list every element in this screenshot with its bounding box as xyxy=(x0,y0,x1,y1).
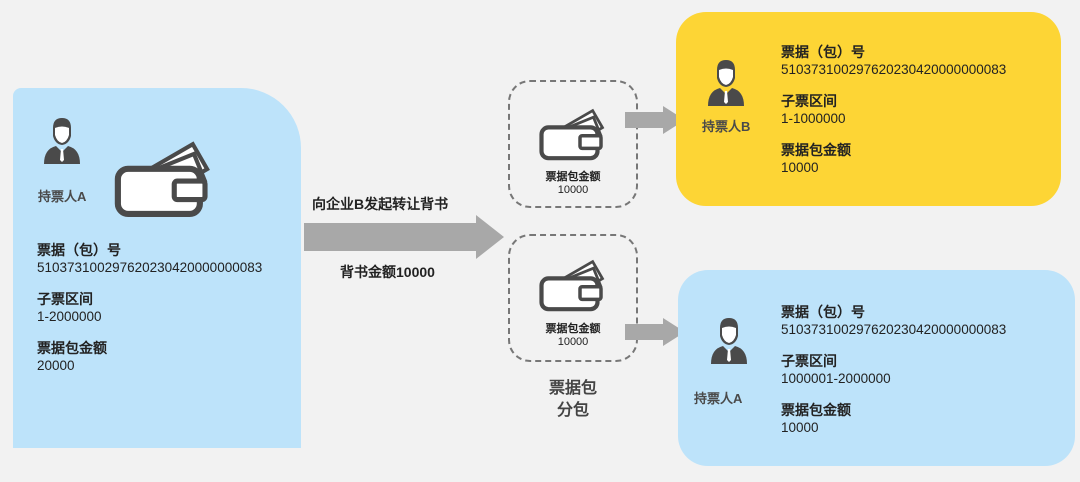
holder-a-panel xyxy=(13,88,301,448)
sub-ticket-range-value: 1000001-2000000 xyxy=(781,371,891,386)
package-amount-value: 10000 xyxy=(557,184,589,196)
package-amount-label: 票据包金额 xyxy=(781,142,851,158)
wallet-icon xyxy=(538,105,608,161)
package-amount-label: 票据包金额 xyxy=(37,340,107,356)
person-icon xyxy=(42,116,82,166)
ticket-number-label: 票据（包）号 xyxy=(37,242,121,258)
package-amount-value: 10000 xyxy=(557,336,589,348)
ticket-number-value: 510373100297620230420000000083 xyxy=(37,260,263,275)
wallet-icon xyxy=(112,136,216,218)
sub-ticket-range-value: 1-2000000 xyxy=(37,309,102,324)
split-label-line1: 票据包 xyxy=(548,380,597,397)
package-amount-label: 票据包金额 xyxy=(545,323,601,335)
ticket-number-value: 510373100297620230420000000083 xyxy=(781,62,1007,77)
split-label-line2: 分包 xyxy=(556,402,589,419)
split-package-2 xyxy=(508,234,638,362)
holder-a-new-name: 持票人A xyxy=(694,391,743,406)
package-amount-value: 10000 xyxy=(781,160,819,175)
holder-b-name: 持票人B xyxy=(702,119,751,134)
split-label: 票据包 分包 xyxy=(508,378,638,422)
ticket-number-label: 票据（包）号 xyxy=(781,44,865,60)
ticket-number-label: 票据（包）号 xyxy=(781,304,865,320)
holder-a-info: 票据（包）号 510373100297620230420000000083 子票… xyxy=(37,240,262,373)
ticket-number-value: 510373100297620230420000000083 xyxy=(781,322,1007,337)
holder-a-new-panel xyxy=(678,270,1075,466)
person-icon xyxy=(706,58,746,108)
split-package-2-text: 票据包金额 10000 xyxy=(508,320,638,348)
package-amount-label: 票据包金额 xyxy=(545,171,601,183)
split-package-1-text: 票据包金额 10000 xyxy=(508,168,638,196)
holder-a-name: 持票人A xyxy=(38,189,87,204)
sub-ticket-range-label: 子票区间 xyxy=(781,93,837,109)
sub-ticket-range-label: 子票区间 xyxy=(37,291,93,307)
wallet-icon xyxy=(538,256,608,312)
package-amount-value: 10000 xyxy=(781,420,819,435)
arrow-to-holder-b-icon xyxy=(625,106,685,134)
transfer-amount-label: 背书金额10000 xyxy=(340,264,435,280)
holder-b-panel xyxy=(676,12,1061,206)
split-package-1 xyxy=(508,80,638,208)
package-amount-value: 20000 xyxy=(37,358,75,373)
transfer-action-label: 向企业B发起转让背书 xyxy=(312,196,449,212)
package-amount-label: 票据包金额 xyxy=(781,402,851,418)
arrow-to-holder-a-icon xyxy=(625,318,685,346)
sub-ticket-range-value: 1-1000000 xyxy=(781,111,846,126)
holder-b-info: 票据（包）号 510373100297620230420000000083 子票… xyxy=(781,42,1006,175)
transfer-arrow-icon xyxy=(304,215,504,259)
person-icon xyxy=(709,316,749,366)
holder-a-new-info: 票据（包）号 510373100297620230420000000083 子票… xyxy=(781,302,1006,435)
sub-ticket-range-label: 子票区间 xyxy=(781,353,837,369)
